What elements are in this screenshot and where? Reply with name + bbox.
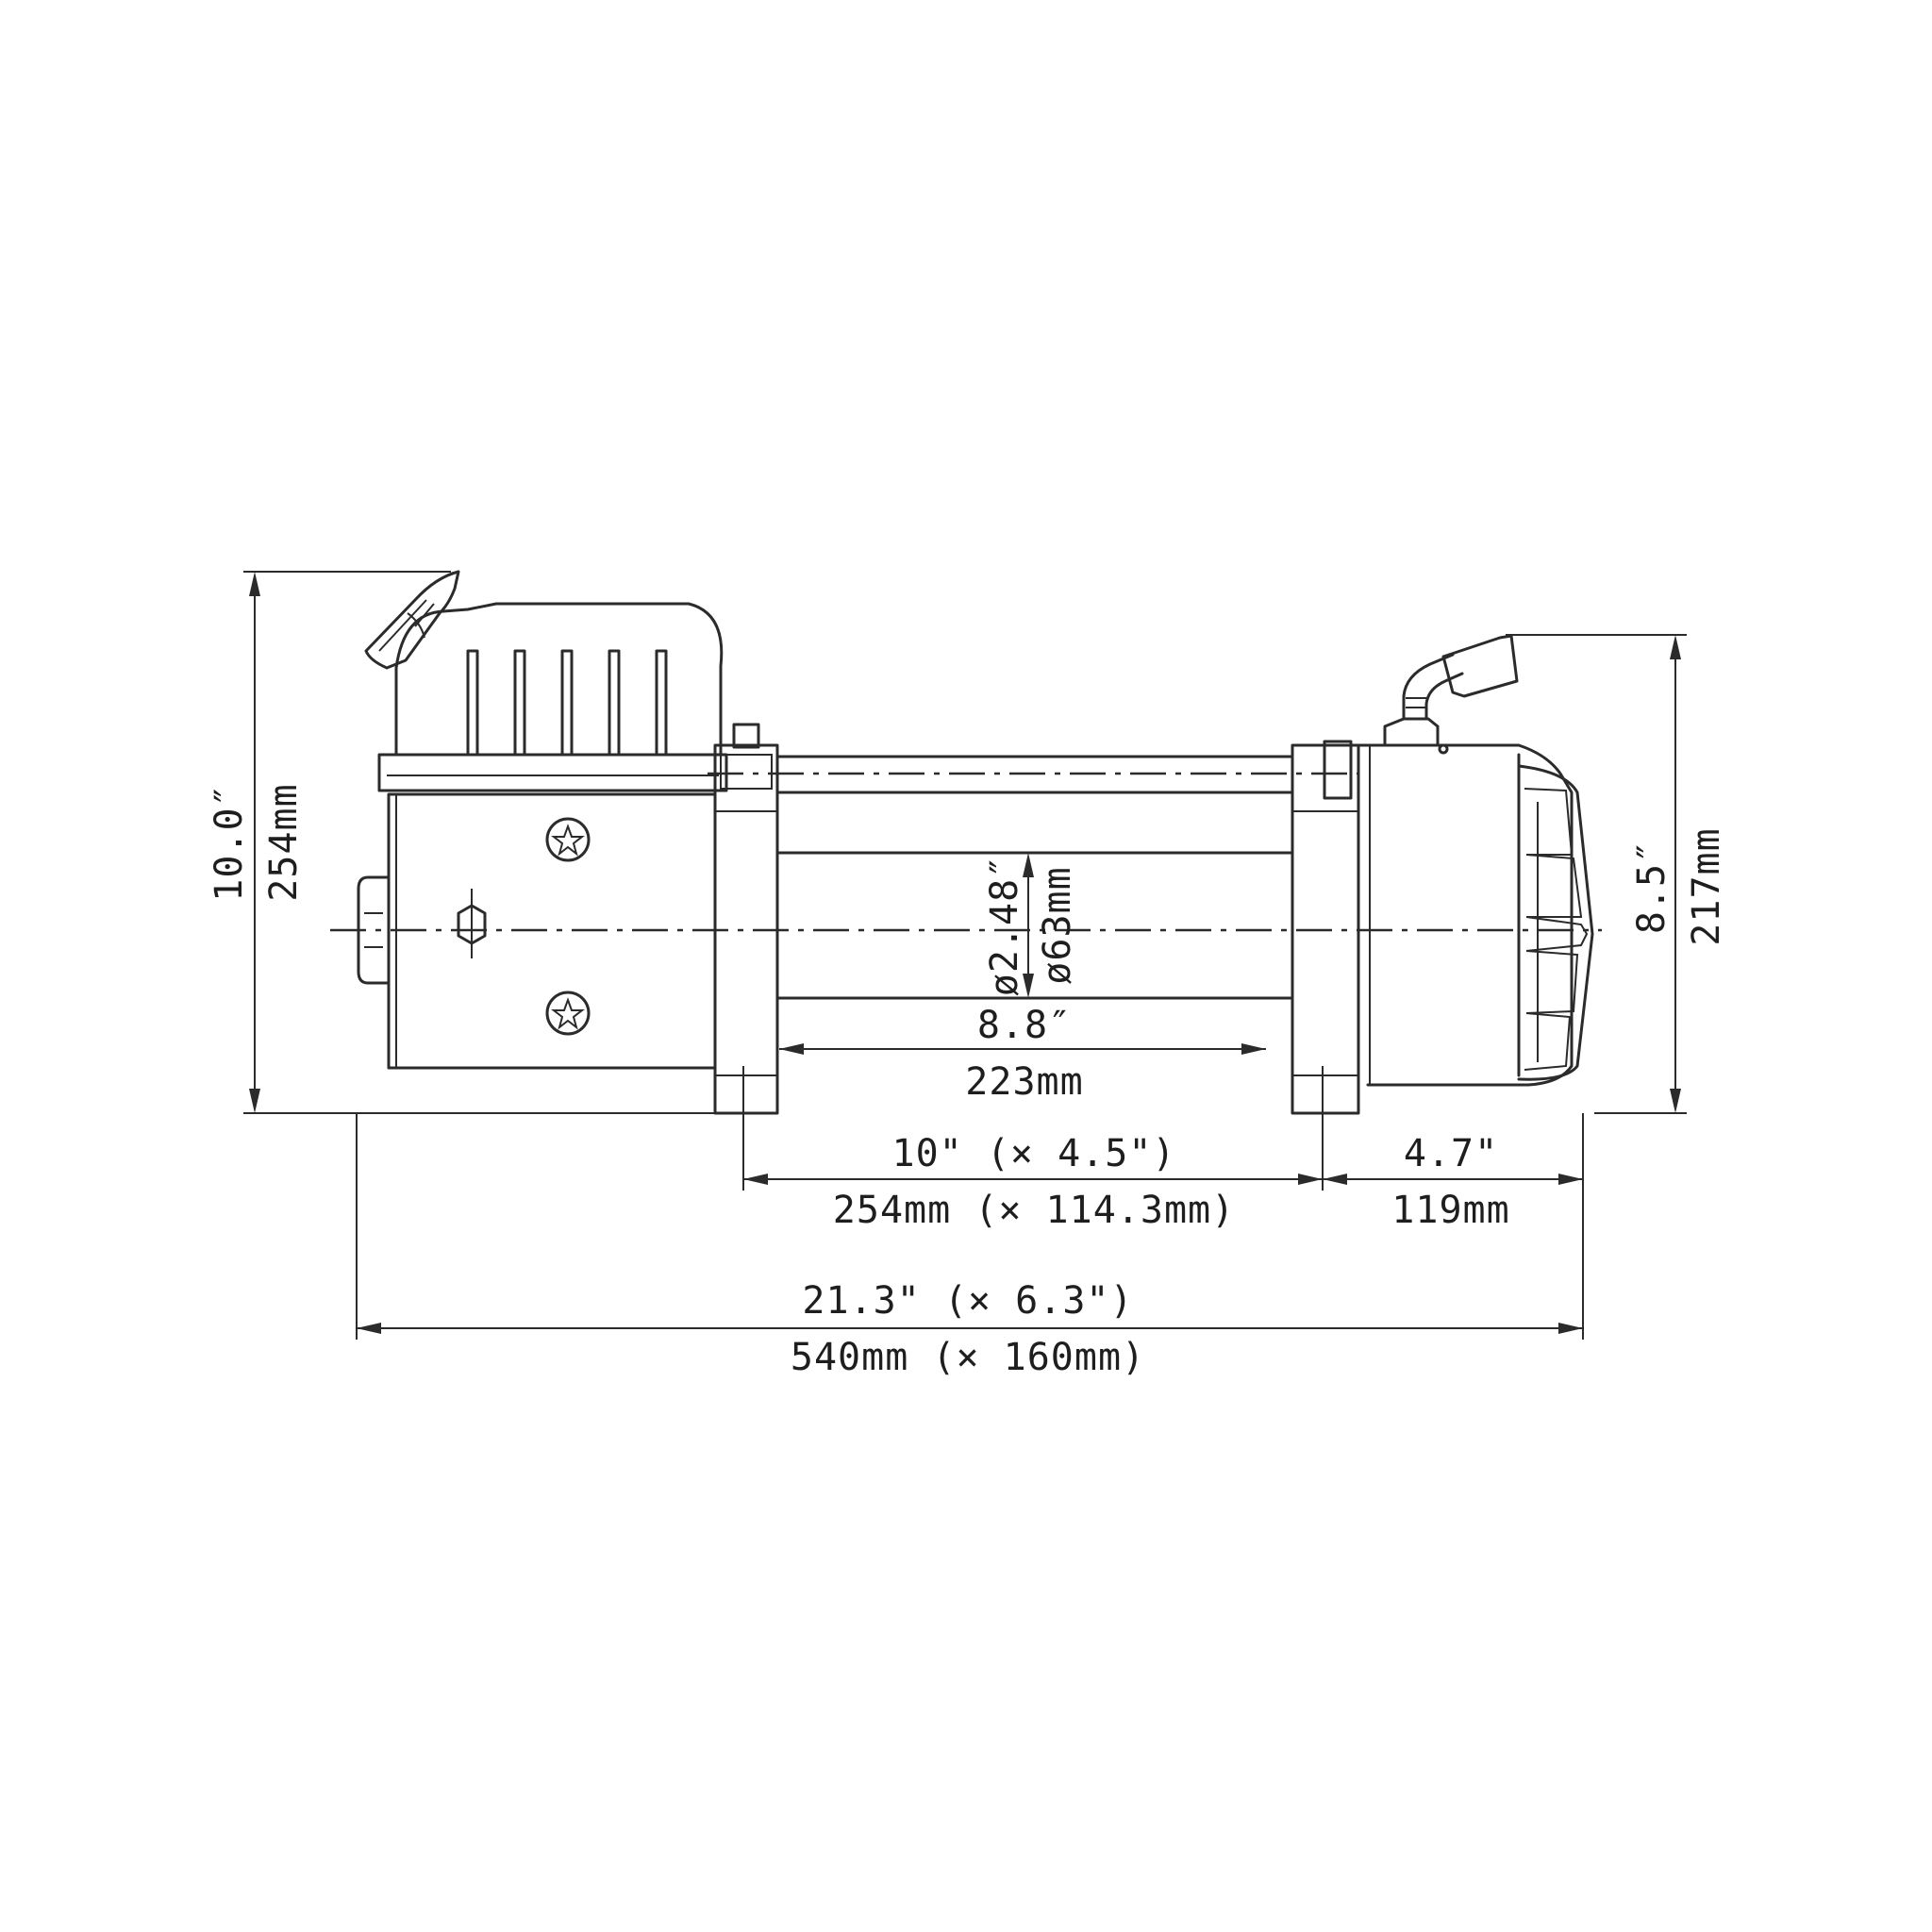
right-end-bracket: [1291, 740, 1360, 1115]
overall-height-mm-label: 254mm: [262, 783, 306, 901]
mount-spacing-dimension: [743, 1174, 1323, 1185]
drum-length-dimension: [779, 1043, 1266, 1055]
overall-length-in-label: 21.3" (× 6.3"): [802, 1279, 1133, 1323]
extension-lines: [243, 571, 1687, 1340]
drum-length-mm-label: 223mm: [965, 1060, 1083, 1104]
gearbox-length-in-label: 4.7": [1404, 1132, 1498, 1175]
right-height-mm-label: 217mm: [1685, 827, 1728, 945]
overall-length-dimension: [357, 1323, 1583, 1334]
control-box: [364, 570, 728, 792]
overall-length-mm-label: 540mm (× 160mm): [791, 1336, 1145, 1379]
gearbox-length-mm-label: 119mm: [1391, 1189, 1509, 1232]
gearbox: [1357, 634, 1594, 1087]
drum-diameter-dimension: [1023, 853, 1034, 998]
drum-diameter-in-label: ø2.48″: [983, 855, 1026, 997]
gearbox-length-dimension: [1323, 1174, 1583, 1185]
mount-spacing-mm-label: 254mm (× 114.3mm): [833, 1189, 1235, 1232]
left-end-bracket: [713, 723, 779, 1115]
right-height-in-label: 8.5″: [1630, 840, 1674, 934]
right-height-dimension: [1670, 635, 1681, 1113]
overall-height-dimension: [249, 572, 260, 1113]
drum-diameter-mm-label: ø63mm: [1036, 866, 1079, 984]
overall-height-in-label: 10.0″: [208, 783, 251, 901]
drum-length-in-label: 8.8″: [977, 1004, 1072, 1047]
mount-spacing-in-label: 10" (× 4.5"): [892, 1132, 1176, 1175]
drum: [775, 755, 1294, 1000]
